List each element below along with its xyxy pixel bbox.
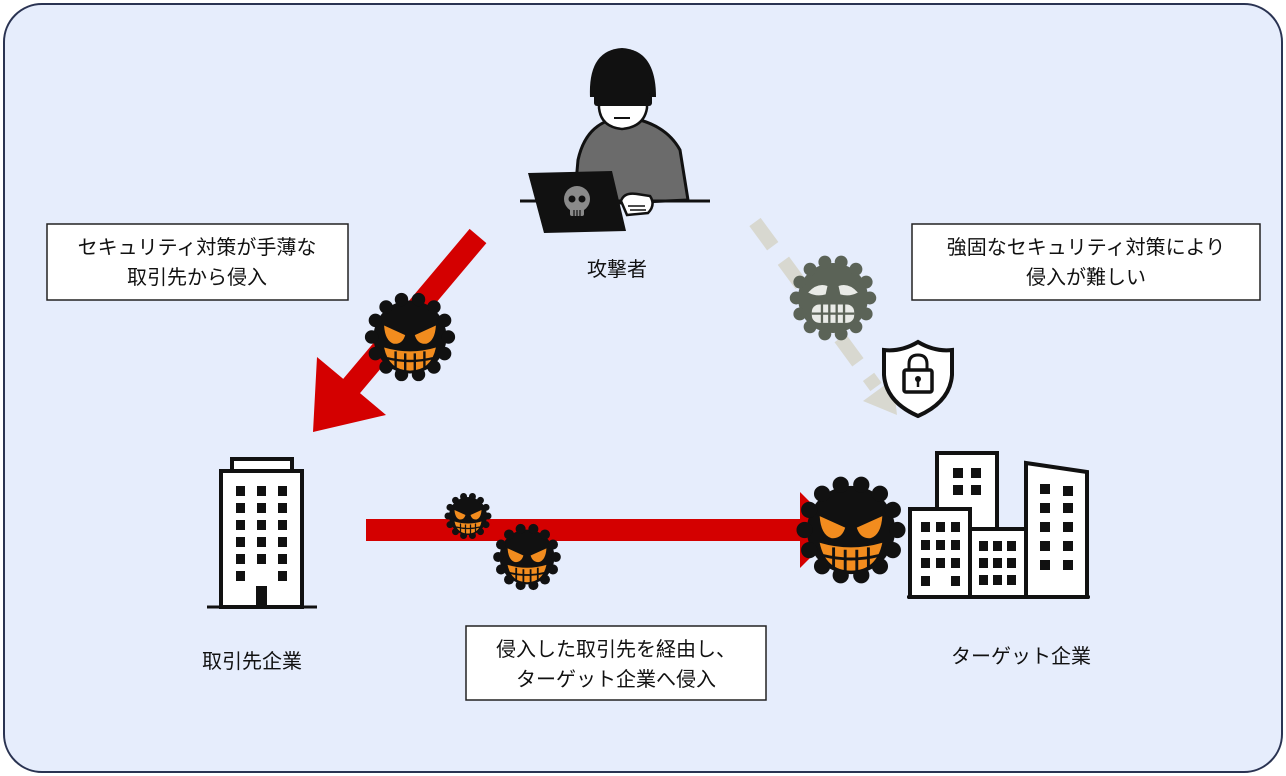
weak-entry-note: セキュリティ対策が手薄な 取引先から侵入 [46, 223, 349, 301]
strong-defense-note-line-1: 強固なセキュリティ対策により [947, 235, 1225, 259]
office-building-icon [207, 457, 317, 609]
partner-label: 取引先企業 [202, 649, 302, 673]
via-partner-note-line-1: 侵入した取引先を経由し、 [496, 637, 736, 661]
target-label: ターゲット企業 [951, 644, 1091, 668]
skull-laptop-icon [528, 171, 626, 233]
attacker-label: 攻撃者 [587, 257, 647, 281]
virus-icon [372, 299, 449, 376]
via-partner-note-line-2: ターゲット企業へ侵入 [516, 667, 716, 691]
strong-defense-note-line-2: 侵入が難しい [1026, 265, 1146, 289]
strong-defense-note: 強固なセキュリティ対策により 侵入が難しい [911, 223, 1261, 301]
shield-lock-icon [882, 339, 954, 419]
city-buildings-icon [907, 451, 1090, 599]
weak-entry-note-line-2: 取引先から侵入 [127, 265, 267, 289]
virus-icon [448, 496, 488, 536]
attack-arrow-to-target [366, 492, 838, 568]
virus-icon [805, 484, 898, 577]
via-partner-note: 侵入した取引先を経由し、 ターゲット企業へ侵入 [465, 625, 767, 701]
weak-entry-note-line-1: セキュリティ対策が手薄な [78, 235, 317, 259]
virus-icon [498, 528, 556, 586]
hacker-icon [520, 48, 710, 233]
blocked-virus-icon [796, 261, 870, 335]
